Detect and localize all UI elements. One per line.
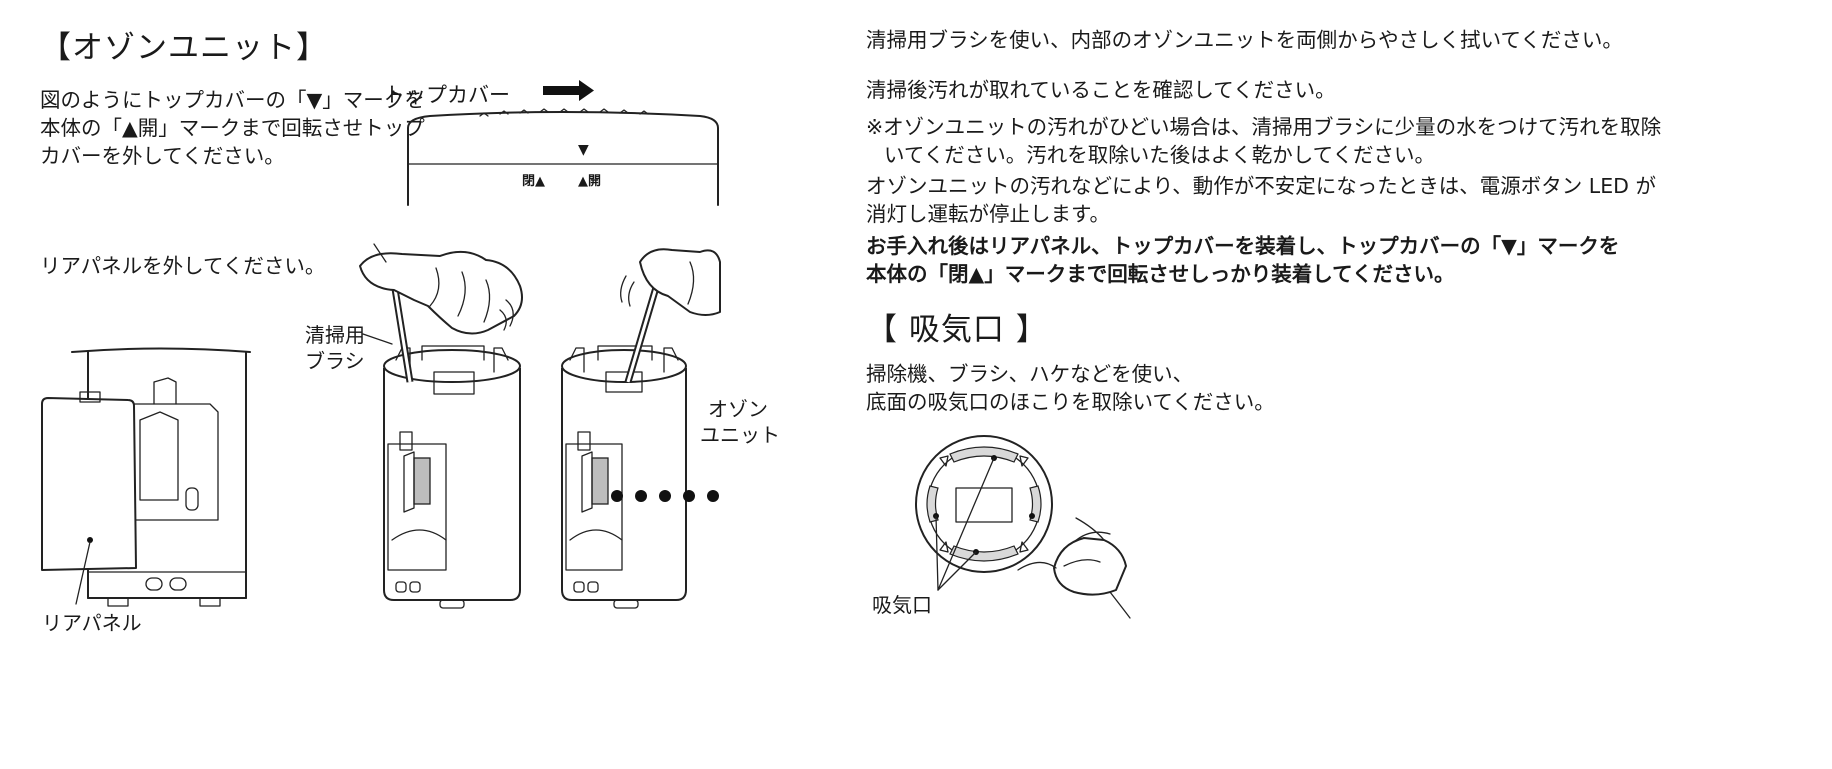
close-mark: 閉▲ — [522, 174, 545, 189]
rotation-arrow-icon — [543, 80, 594, 101]
reassembly-line: お手入れ後はリアパネル、トップカバーを装着し、トップカバーの「▼」マークを — [866, 234, 1620, 258]
step2-instruction: リアパネルを外してください。 — [40, 254, 326, 278]
intake-line: 底面の吸気口のほこりを取除いてください。 — [866, 390, 1275, 414]
brush-label-line: 清掃用 — [305, 323, 365, 347]
open-mark: ▲開 — [578, 174, 601, 189]
ozone-unit-label-line: ユニット — [700, 423, 780, 447]
down-mark: ▼ — [578, 142, 589, 158]
vacuum-nozzle-icon — [1017, 517, 1131, 619]
confirm-instruction: 清掃後汚れが取れていることを確認してください。 — [866, 78, 1336, 102]
ozone-section-title: 【オゾンユニット】 — [40, 30, 328, 66]
hand-right-icon — [620, 248, 721, 316]
heavy-dirt-note: ※オゾンユニットの汚れがひどい場合は、清掃用ブラシに少量の水をつけて汚れを取除 … — [866, 113, 1661, 169]
note-line: ※オゾンユニットの汚れがひどい場合は、清掃用ブラシに少量の水をつけて汚れを取除 — [866, 115, 1662, 139]
ozone-unit-label: オゾン ユニット — [700, 396, 780, 448]
ozone-unit-body-right — [561, 345, 687, 609]
step1-instruction: 図のようにトップカバーの「▼」マークを 本体の「▲開」マークまで回転させトップ … — [40, 86, 425, 170]
reassembly-line: 本体の「閉▲」マークまで回転させしっかり装着してください。 — [866, 262, 1455, 286]
rear-panel-illustration — [41, 347, 251, 607]
intake-bottom-illustration — [915, 435, 1053, 591]
top-cover-illustration — [407, 108, 719, 206]
ozone-unit-body-left — [383, 345, 521, 609]
step1-line: 図のようにトップカバーの「▼」マークを — [40, 88, 425, 112]
step1-line: 本体の「▲開」マークまで回転させトップ — [40, 116, 425, 140]
top-cover-label: トップカバー — [384, 83, 510, 107]
led-warning-line: 消灯し運転が停止します。 — [866, 202, 1110, 226]
reassembly-instruction: お手入れ後はリアパネル、トップカバーを装着し、トップカバーの「▼」マークを 本体… — [866, 232, 1619, 288]
ozone-unit-pointer-dots — [611, 490, 719, 502]
ozone-unit-label-line: オゾン — [708, 397, 768, 421]
rear-panel-label: リアパネル — [42, 611, 142, 635]
led-warning: オゾンユニットの汚れなどにより、動作が不安定になったときは、電源ボタン LED … — [866, 172, 1656, 228]
brush-label: 清掃用 ブラシ — [305, 322, 365, 374]
led-warning-line: オゾンユニットの汚れなどにより、動作が不安定になったときは、電源ボタン LED … — [866, 174, 1656, 198]
intake-section-title: 【 吸気口 】 — [866, 312, 1048, 348]
brush-instruction: 清掃用ブラシを使い、内部のオゾンユニットを両側からやさしく拭いてください。 — [866, 28, 1623, 52]
brush-label-line: ブラシ — [305, 349, 365, 373]
step1-line: カバーを外してください。 — [40, 144, 285, 168]
intake-instruction: 掃除機、ブラシ、ハケなどを使い、 底面の吸気口のほこりを取除いてください。 — [866, 360, 1275, 416]
note-line: いてください。汚れを取除いた後はよく乾かしてください。 — [884, 143, 1436, 167]
hand-left-icon — [359, 243, 523, 335]
intake-line: 掃除機、ブラシ、ハケなどを使い、 — [866, 362, 1194, 386]
cleaning-brush-right-icon — [624, 273, 664, 383]
intake-label: 吸気口 — [872, 593, 932, 617]
